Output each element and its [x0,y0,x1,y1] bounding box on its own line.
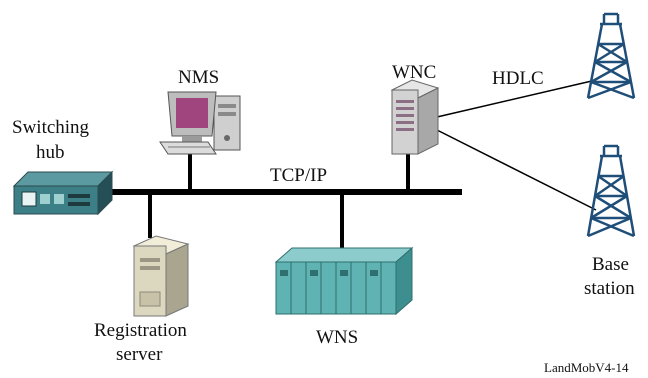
base-station-tower-top-icon [586,12,636,100]
hdlc-link-bottom [436,129,597,211]
base-station-tower-bottom-icon [586,144,636,238]
label-wnc: WNC [392,62,436,83]
label-switching-hub-line2: hub [36,142,65,163]
label-hdlc: HDLC [492,68,544,89]
label-registration-server-line2: server [116,344,163,365]
label-base-station-line1: Base [592,254,629,275]
wnc-server-icon [390,79,440,155]
figure-id: LandMobV4-14 [544,360,629,375]
hdlc-link-top [436,79,597,118]
label-nms: NMS [178,67,219,88]
label-switching-hub-line1: Switching [12,117,90,138]
label-registration-server-line1: Registration [94,320,187,341]
nms-computer-icon [159,91,241,155]
label-base-station-line2: station [584,278,635,299]
registration-server-icon [132,235,190,317]
switching-hub-icon [12,170,114,216]
label-tcpip: TCP/IP [270,165,327,186]
label-wns: WNS [316,327,358,348]
wns-rack-icon [274,246,414,316]
